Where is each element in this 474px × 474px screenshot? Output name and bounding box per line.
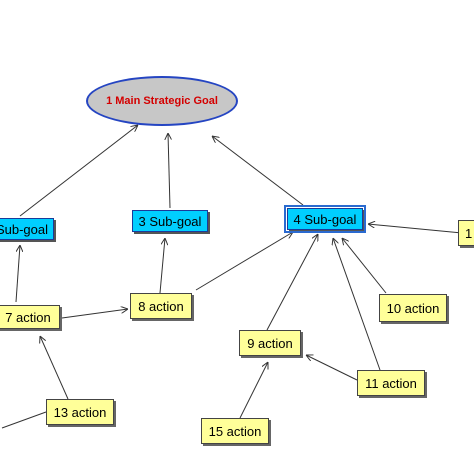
arrow-a8-to-s3 — [159, 238, 165, 294]
main-strategic-goal-node[interactable]: 1 Main Strategic Goal — [86, 76, 238, 126]
arrow-a10-to-s4 — [342, 238, 387, 294]
subgoal-node-3[interactable]: 3 Sub-goal — [132, 210, 208, 232]
subgoal-4-label: 4 Sub-goal — [293, 211, 357, 227]
action-node-9[interactable]: 9 action — [239, 330, 301, 356]
action-node-8[interactable]: 8 action — [130, 293, 192, 319]
action-node-right-partial[interactable]: 1 — [458, 220, 474, 246]
action-7-label: 7 action — [5, 309, 51, 325]
action-10-label: 10 action — [386, 300, 440, 316]
arrow-rightpartial-to-s4 — [368, 224, 463, 234]
action-11-label: 11 action — [365, 375, 417, 391]
action-right-partial-label: 1 — [465, 225, 473, 241]
subgoal-node-left[interactable]: Sub-goal — [0, 218, 54, 240]
action-node-10[interactable]: 10 action — [379, 294, 447, 322]
arrow-a7-to-a8 — [61, 309, 128, 319]
subgoal-left-label: Sub-goal — [0, 221, 49, 237]
arrow-a11-to-s4 — [333, 238, 381, 371]
action-8-label: 8 action — [138, 298, 184, 314]
action-13-label: 13 action — [53, 404, 107, 420]
arrow-a7-to-leftsub — [15, 245, 20, 303]
action-15-label: 15 action — [208, 423, 262, 439]
action-node-15[interactable]: 15 action — [201, 418, 269, 444]
action-9-label: 9 action — [247, 335, 293, 351]
arrow-a13-to-a7 — [40, 336, 69, 400]
arrow-a15-to-a9 — [239, 362, 268, 419]
action-node-13[interactable]: 13 action — [46, 399, 114, 425]
arrow-s3-to-main — [168, 133, 170, 209]
arrow-s4-to-main — [212, 136, 304, 206]
arrow-a11-to-a9 — [306, 355, 358, 381]
arrow-a13-to-leftedge — [1, 411, 47, 429]
action-node-7[interactable]: 7 action — [0, 305, 60, 329]
main-goal-label: 1 Main Strategic Goal — [106, 95, 218, 107]
arrow-a9-to-s4 — [266, 234, 318, 331]
arrow-leftsub-to-main — [19, 125, 138, 217]
action-node-11[interactable]: 11 action — [357, 370, 425, 396]
subgoal-node-4[interactable]: 4 Sub-goal — [284, 205, 366, 233]
subgoal-3-label: 3 Sub-goal — [138, 213, 202, 229]
arrow-a8-to-s4 — [195, 232, 293, 291]
